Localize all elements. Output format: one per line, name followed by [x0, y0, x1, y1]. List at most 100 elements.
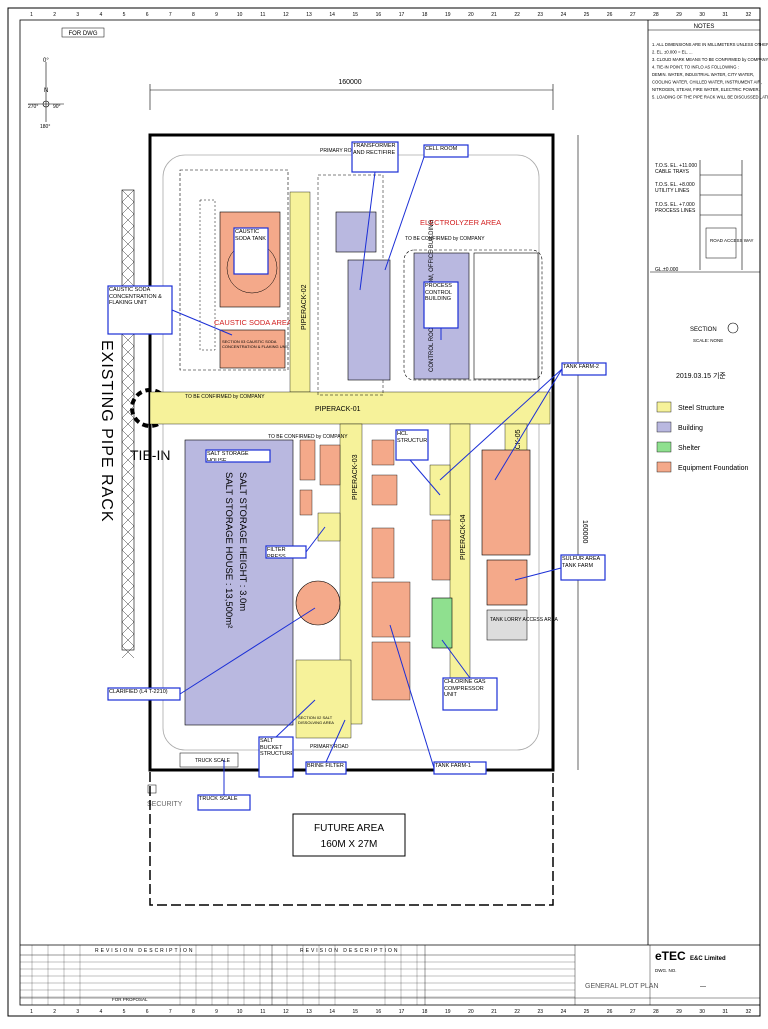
svg-text:GL.±0.000: GL.±0.000 [655, 267, 679, 273]
chlorine-compressor-shelter [431, 597, 453, 649]
ruler-number: 26 [607, 12, 613, 18]
callout-box [423, 281, 459, 329]
ruler-number: 30 [699, 1009, 705, 1015]
callout-label: BRINE FILTER [307, 763, 344, 769]
ruler-number: 19 [445, 1009, 451, 1015]
caustic-soda-area-label: CAUSTIC SODA AREA [214, 318, 292, 327]
callout-box [561, 362, 607, 376]
ruler-number: 8 [192, 1009, 195, 1015]
ruler-number: 31 [723, 12, 729, 18]
notes-header: NOTES [694, 24, 715, 30]
svg-text:T.O.S. EL. +7.000: T.O.S. EL. +7.000 [655, 202, 695, 208]
svg-text:PRIMARY ROAD: PRIMARY ROAD [320, 148, 359, 154]
ruler-number: 9 [215, 12, 218, 18]
callout-box [423, 144, 469, 158]
dimension-right: 160000 [581, 520, 588, 543]
note-line: 4. TIE-IN POINT, TO INFLO AS FOLLOWING : [652, 65, 739, 70]
svg-text:90°: 90° [53, 104, 61, 110]
ruler-number: 7 [169, 12, 172, 18]
company-logo: eTEC [655, 949, 686, 963]
callout-label: CHLORINE GAS COMPRESSOR UNIT [444, 679, 486, 698]
callout-box [107, 285, 173, 335]
svg-text:N: N [44, 88, 48, 94]
ruler-number: 3 [76, 1009, 79, 1015]
note-line: 2. EL. ±0.000 = EL. ... [652, 50, 693, 55]
callout-leader [305, 526, 326, 553]
electrolyzer-area-label: ELECTROLYZER AREA [420, 218, 501, 227]
callout-box [433, 761, 487, 775]
reference-date: 2019.03.15 기준 [676, 371, 726, 380]
inner-border [19, 19, 761, 1006]
callout-box [233, 227, 269, 275]
callout-label: HCL STRUCTURE [397, 431, 427, 444]
notes-list: 1. ALL DIMENSIONS ARE IN MILLIMETERS UNL… [652, 42, 768, 100]
svg-text:FUTURE AREA: FUTURE AREA [314, 823, 384, 834]
ruler-number: 32 [746, 1009, 752, 1015]
svg-text:TO BE CONFIRMED by COMPANY: TO BE CONFIRMED by COMPANY [185, 394, 265, 400]
svg-text:TANK LORRY ACCESS AREA: TANK LORRY ACCESS AREA [490, 617, 558, 623]
ruler-number: 17 [399, 12, 405, 18]
caustic-soda-area-boundary [179, 169, 289, 371]
svg-text:E&C Limited: E&C Limited [690, 956, 726, 962]
callout-leader [494, 368, 563, 481]
ruler-number: 16 [376, 12, 382, 18]
note-line: DEMIN. WATER, INDUSTRIAL WATER, CITY WAT… [652, 72, 754, 77]
clarifier-tank [295, 580, 341, 626]
ruler-number: 25 [584, 1009, 590, 1015]
ruler-number: 20 [468, 12, 474, 18]
callout-label: TRUCK SCALE [199, 796, 238, 802]
note-line: 5. LOADING OF THE PIPE RACK WILL BE DISC… [652, 95, 768, 100]
callout-box [351, 141, 399, 173]
caustic-concentration-unit-foundation [219, 329, 286, 369]
svg-text:PIPERACK-02: PIPERACK-02 [301, 284, 308, 330]
callout-box [265, 545, 307, 559]
tank-farm-2 [481, 449, 531, 556]
ruler-number: 6 [146, 12, 149, 18]
callout-leader [439, 368, 563, 481]
svg-text:PRIMARY ROAD: PRIMARY ROAD [310, 744, 349, 750]
legend-label: Shelter [678, 445, 701, 452]
callout-leader [179, 607, 316, 695]
svg-text:PROCESS LINES: PROCESS LINES [655, 208, 696, 214]
ruler-number: 11 [260, 12, 265, 18]
svg-text:SALT STORAGE HEIGHT : 3.0m: SALT STORAGE HEIGHT : 3.0m [237, 472, 248, 611]
ruler-number: 18 [422, 1009, 428, 1015]
svg-text:T.O.S. EL. +8.000: T.O.S. EL. +8.000 [655, 182, 695, 188]
note-line: NITROGEN, STEAM, FIRE WATER, ELECTRIC PO… [652, 87, 760, 92]
svg-text:SCALE: NONE: SCALE: NONE [693, 338, 723, 343]
ruler-number: 2 [53, 1009, 56, 1015]
legend: Steel StructureBuildingShelterEquipment … [656, 401, 749, 473]
legend-swatch [656, 461, 672, 473]
svg-text:DWG. NO.: DWG. NO. [655, 968, 677, 973]
tank-lorry-access-area [486, 609, 528, 641]
ruler-number: 8 [192, 12, 195, 18]
ruler-number: 29 [676, 1009, 682, 1015]
svg-text:PIPERACK-04: PIPERACK-04 [460, 514, 467, 560]
svg-text:SECTION: SECTION [690, 327, 717, 333]
ruler-number: 5 [123, 1009, 126, 1015]
callout-box [205, 449, 271, 463]
ruler-number: 7 [169, 1009, 172, 1015]
svg-text:0°: 0° [43, 58, 49, 64]
section-caustic-label: SECTION 03 CAUSTIC SODA CONCENTRATION & … [222, 339, 290, 349]
svg-text:160M X 27M: 160M X 27M [321, 839, 378, 850]
ruler-number: 25 [584, 12, 590, 18]
svg-text:ROAD ACCESS WAY: ROAD ACCESS WAY [710, 238, 754, 243]
filter-press-structure [317, 512, 341, 542]
callout-leader [514, 567, 562, 581]
ruler-number: 10 [237, 12, 243, 18]
legend-swatch [656, 421, 672, 433]
ruler-number: 9 [215, 1009, 218, 1015]
note-line: 1. ALL DIMENSIONS ARE IN MILLIMETERS UNL… [652, 42, 768, 47]
ruler-number: 15 [353, 12, 359, 18]
callout-leader [359, 171, 376, 291]
ruler-number: 1 [30, 1009, 33, 1015]
legend-swatch [656, 401, 672, 413]
ruler-number: 27 [630, 1009, 636, 1015]
ruler-number: 24 [561, 12, 567, 18]
ruler-number: 16 [376, 1009, 382, 1015]
sulfur-area-tank-farm [486, 559, 528, 606]
ruler-number: 32 [746, 12, 752, 18]
